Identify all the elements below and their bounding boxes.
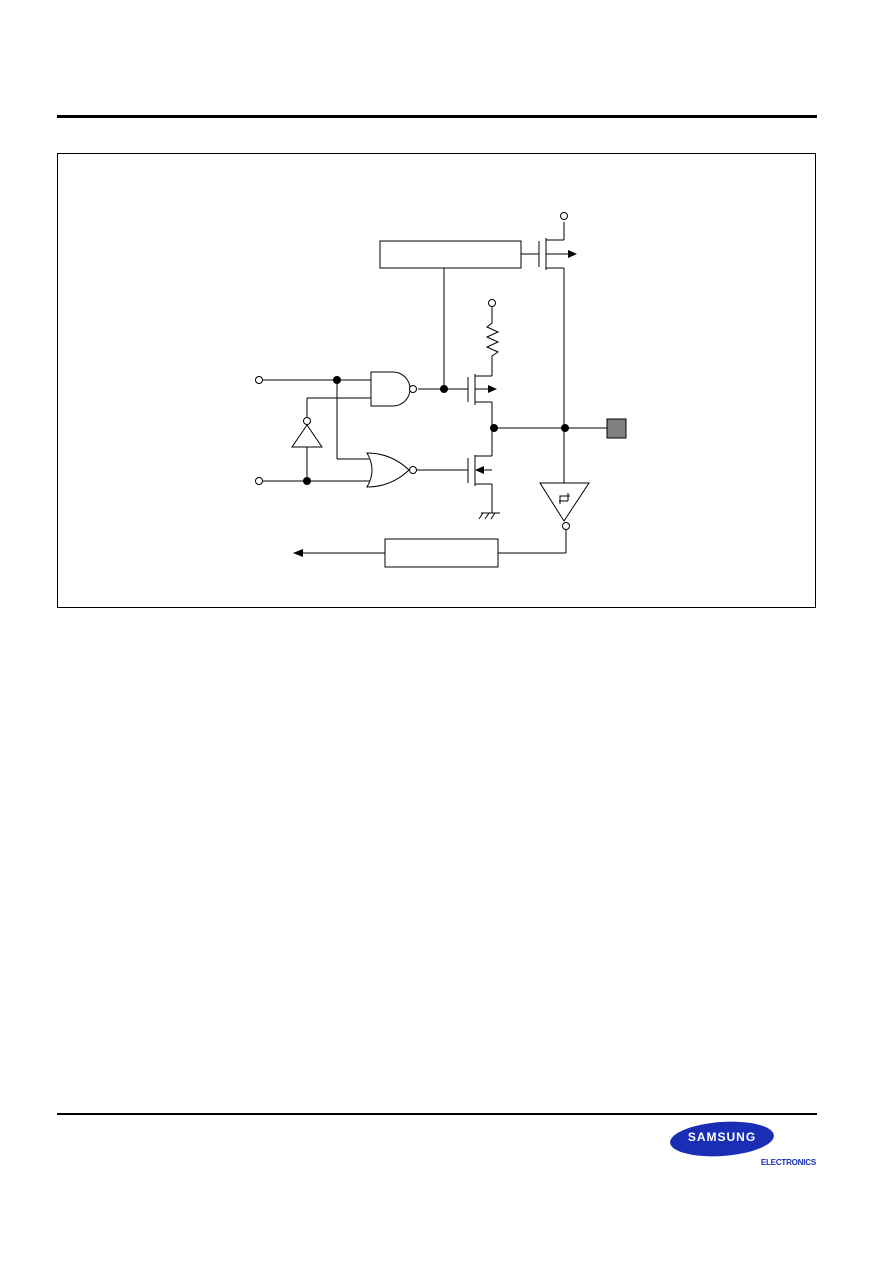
vdd-terminal-resistor <box>488 299 496 307</box>
pull-down-n-mosfet <box>416 455 493 513</box>
logo-subtitle-text: ELECTRONICS <box>760 1158 816 1167</box>
samsung-logo: SAMSUNG ELECTRONICS <box>668 1118 818 1172</box>
vdd-terminal-top <box>560 212 568 220</box>
nor-gate <box>366 452 417 488</box>
header-rule <box>57 115 817 118</box>
schmitt-trigger-buffer <box>498 428 590 554</box>
pin-pad <box>606 418 627 439</box>
junction-dots <box>303 376 569 485</box>
pull-up-resistor <box>485 307 500 374</box>
circuit-diagram <box>255 212 627 568</box>
input-terminal-bottom <box>255 477 263 485</box>
ground-symbol <box>478 512 500 520</box>
input-terminal-top <box>255 376 263 384</box>
output-arrow <box>293 549 303 557</box>
logo-brand-text: SAMSUNG <box>687 1130 757 1144</box>
pull-up-p-mosfet <box>418 374 497 456</box>
top-p-mosfet <box>521 222 577 429</box>
control-block-top <box>379 240 522 269</box>
inverter <box>291 417 323 481</box>
footer-rule <box>57 1113 817 1115</box>
control-block-bottom <box>384 538 499 568</box>
nand-gate <box>370 371 417 407</box>
circuit-figure <box>57 153 816 608</box>
